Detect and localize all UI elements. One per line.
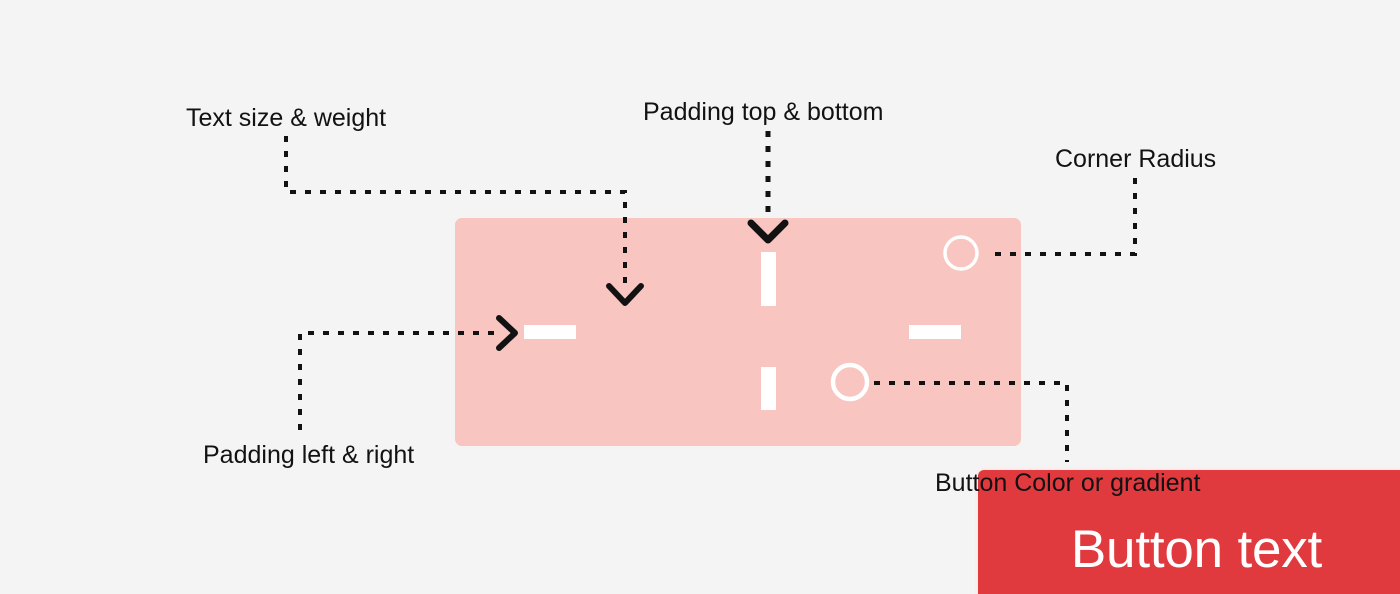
padding-bottom-tick — [761, 367, 776, 410]
leader-line-button-color — [874, 381, 1069, 462]
button-surface[interactable]: Button text — [978, 470, 1400, 594]
corner-radius-indicator-circle — [943, 235, 979, 271]
padding-left-tick — [524, 325, 576, 339]
label-text-size-weight: Text size & weight — [186, 104, 387, 132]
leader-line-text-size-weight — [284, 136, 627, 283]
leader-line-corner-radius — [987, 178, 1137, 256]
arrowhead-padding-top-bottom — [747, 219, 789, 244]
label-padding-top-bottom: Padding top & bottom — [643, 98, 884, 126]
arrowhead-padding-left-right — [496, 315, 518, 351]
arrowhead-text-size-weight — [606, 283, 644, 306]
padding-top-tick — [761, 252, 776, 306]
button-color-indicator-circle — [830, 362, 870, 402]
label-button-color-gradient: Button Color or gradient — [935, 469, 1201, 497]
button-label: Button text — [1070, 519, 1323, 579]
leader-line-padding-left-right — [298, 331, 498, 430]
padding-right-tick — [909, 325, 961, 339]
label-corner-radius: Corner Radius — [1055, 145, 1217, 173]
label-padding-left-right: Padding left & right — [203, 441, 415, 469]
